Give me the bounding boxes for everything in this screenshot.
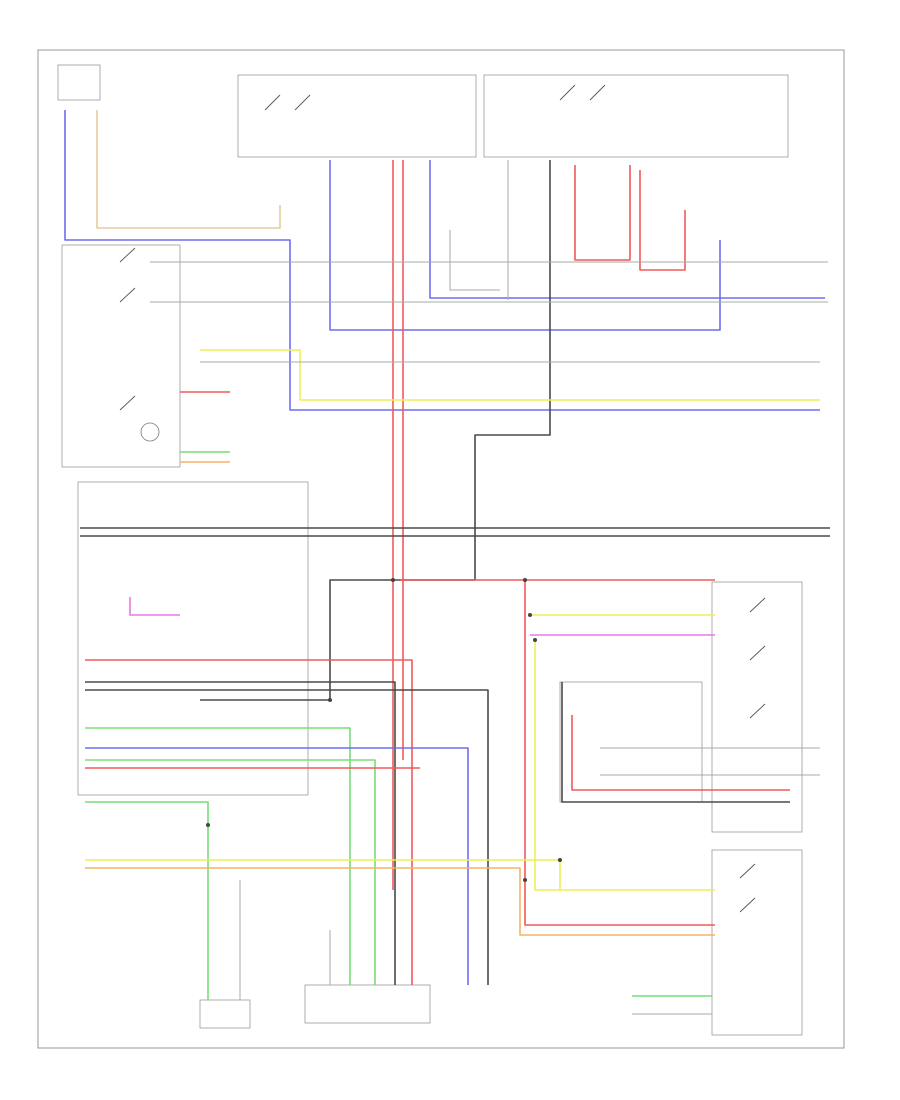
blue-wire-top-left (64, 110, 820, 411)
red-wire-to-bottom-connector (85, 659, 413, 985)
red-wire-relay-loop (574, 165, 631, 261)
junction-dot-7 (206, 823, 210, 827)
junction-dot-3 (528, 613, 532, 617)
switch-symbols (119, 84, 766, 913)
lamp-symbol (140, 422, 160, 442)
black-wire-to-bottom-connector (85, 681, 396, 985)
yellow-wire-down-right (534, 640, 715, 891)
switch-contact-5 (294, 94, 311, 111)
switch-contact-4 (264, 94, 281, 111)
blue-wire-to-bottom-right (85, 747, 469, 985)
black-wire-to-bottom-right (85, 689, 489, 985)
switch-contact-9 (749, 645, 766, 661)
switch-contact-7 (589, 84, 606, 101)
junction-dot-6 (558, 858, 562, 862)
diagram-border (37, 49, 845, 1049)
switch-contact-3 (119, 395, 136, 411)
junction-dot-4 (533, 638, 537, 642)
component-box-bottom-right-ground (711, 849, 803, 1036)
red-wire-down-right (524, 580, 715, 926)
black-wire-inner-switch (561, 682, 790, 803)
tan-wire-top-left (96, 110, 281, 229)
junction-dots (206, 578, 562, 882)
blue-wire-to-right-edge (429, 160, 825, 299)
component-box-inner-switch (559, 681, 703, 803)
component-box-main-ecu (77, 481, 309, 796)
switch-contact-1 (119, 247, 136, 263)
switch-contact-12 (739, 897, 756, 913)
component-boxes (57, 64, 803, 1036)
gray-wire-junction-stub (449, 230, 500, 291)
junction-dot-5 (523, 878, 527, 882)
component-box-junction-block (237, 74, 477, 158)
junction-dot-1 (391, 578, 395, 582)
black-wire-relay-return (200, 160, 551, 701)
red-wire-relay-loop-2 (639, 170, 686, 271)
junction-dot-8 (328, 698, 332, 702)
component-box-left-switch-assembly (61, 244, 181, 468)
switch-contact-6 (559, 84, 576, 101)
wires (64, 110, 830, 1015)
yellow-wire-switch (200, 349, 820, 401)
green-wire-to-bottom-connector-2 (85, 759, 376, 985)
component-box-bottom-left-connector (199, 999, 251, 1029)
orange-wire-ecu-lower (85, 867, 715, 936)
green-wire-to-bottom-left (85, 801, 209, 1000)
component-box-top-left-switch (57, 64, 101, 101)
green-wire-to-bottom-connector (85, 727, 351, 985)
pink-wire-ecu-stub (129, 597, 180, 616)
junction-dot-2 (523, 578, 527, 582)
component-box-relay-block (483, 74, 789, 158)
switch-contact-11 (739, 863, 756, 879)
component-box-right-switch-assembly (711, 581, 803, 833)
blue-wire-junction-loop (329, 160, 721, 331)
component-box-bottom-center-connector (304, 984, 431, 1024)
switch-contact-2 (119, 287, 136, 303)
switch-contact-10 (749, 703, 766, 719)
switch-contact-8 (749, 597, 766, 613)
red-wire-inner-switch (571, 715, 790, 791)
